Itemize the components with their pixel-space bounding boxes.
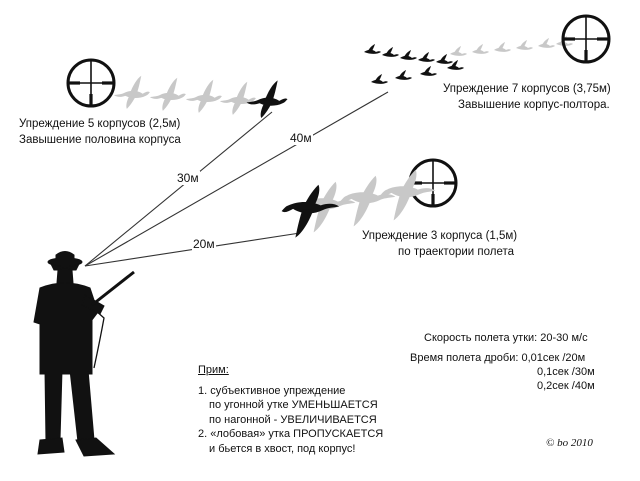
scope-reticle-icon [408, 158, 458, 208]
flock-icon [364, 36, 573, 84]
note-item-2-line-2: и бьется в хвост, под корпус! [209, 442, 356, 455]
lead-label-near: Упреждение 3 корпуса (1,5м) [362, 230, 518, 242]
trajectory-line-30m [84, 111, 273, 267]
shot-time-line-1: Время полета дроби: 0,01сек /20м [410, 352, 586, 364]
ghost-duck-icon [300, 169, 436, 233]
shot-time-line-2: 0,1сек /30м [537, 366, 595, 378]
scope-reticle-icon [66, 58, 116, 108]
notes-title: Прим: [198, 364, 229, 376]
copyright-text: © bo 2010 [546, 437, 593, 449]
note-item-1: 1. субъективное упреждение [198, 384, 346, 397]
hold-label-mid: Завышение половина корпуса [19, 134, 181, 146]
note-item-1-line-2: по угонной утке УМЕНЬШАЕТСЯ [209, 399, 378, 411]
scope-reticle-icon [561, 14, 611, 64]
lead-label-far: Упреждение 7 корпусов (3,75м) [443, 83, 611, 95]
note-item-1-line-3: по нагонной - УВЕЛИЧИВАЕТСЯ [209, 413, 377, 426]
distance-label-40m: 40м [289, 131, 313, 145]
hunter-silhouette-icon [33, 251, 135, 457]
duck-speed-text: Скорость полета утки: 20-30 м/с [424, 332, 588, 344]
hold-label-near: по траектории полета [398, 246, 515, 258]
shot-time-line-3: 0,2сек /40м [537, 380, 595, 392]
lead-label-mid: Упреждение 5 корпусов (2,5м) [19, 118, 181, 130]
distance-label-20m: 20м [192, 237, 216, 251]
note-item-2: 2. «лобовая» утка ПРОПУСКАЕТСЯ [198, 428, 384, 440]
ghost-duck-icon [113, 75, 256, 115]
trajectory-line-40m [84, 91, 389, 267]
hold-label-far: Завышение корпус-полтора. [458, 99, 610, 111]
notes-block: Прим: 1. субъективное упреждение по угон… [198, 363, 383, 456]
distance-label-30m: 30м [176, 171, 200, 185]
